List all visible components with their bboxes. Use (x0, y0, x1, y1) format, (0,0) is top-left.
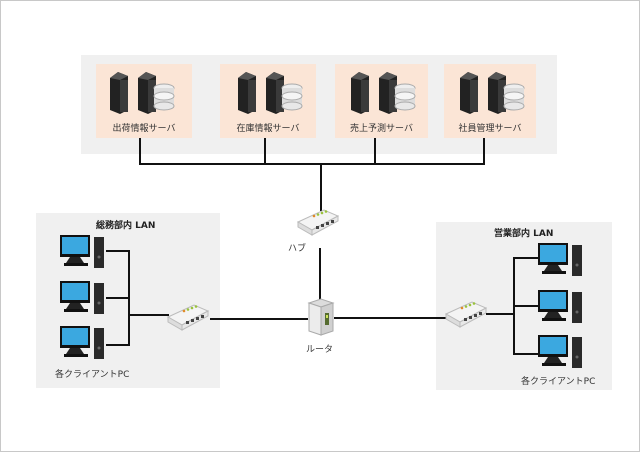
connection-line (374, 138, 376, 164)
connection-line (106, 297, 130, 299)
hub-label: ハブ (288, 244, 307, 254)
server-box-inventory[interactable]: 在庫情報サーバ (220, 64, 316, 138)
server-label: 出荷情報サーバ (112, 124, 176, 134)
connection-line (334, 317, 446, 319)
client-pc-icon[interactable] (58, 235, 108, 269)
connection-line (513, 257, 539, 259)
server-box-employee[interactable]: 社員管理サーバ (444, 64, 536, 138)
server-icon (351, 72, 416, 114)
connection-line (264, 138, 266, 164)
server-box-shipping[interactable]: 出荷情報サーバ (96, 64, 192, 138)
hub-icon[interactable] (166, 303, 210, 331)
client-pc-icon[interactable] (536, 335, 586, 369)
connection-line (320, 163, 322, 211)
client-pc-icon[interactable] (58, 281, 108, 315)
router-label: ルータ (306, 345, 334, 355)
lan-title-right: 営業部内 LAN (494, 229, 554, 239)
clients-label-left: 各クライアントPC (55, 370, 130, 380)
client-pc-icon[interactable] (536, 290, 586, 324)
connection-line (319, 248, 321, 300)
connection-line (106, 344, 130, 346)
server-label: 社員管理サーバ (458, 124, 522, 134)
connection-line (210, 318, 308, 320)
connection-line (483, 138, 485, 164)
connection-line (106, 250, 130, 252)
server-icon (110, 72, 175, 114)
connection-line (513, 353, 539, 355)
connection-line (139, 138, 141, 164)
connection-line (486, 313, 515, 315)
client-pc-icon[interactable] (58, 326, 108, 360)
hub-icon[interactable] (296, 208, 340, 236)
client-pc-icon[interactable] (536, 243, 586, 277)
router-icon[interactable] (307, 297, 335, 337)
server-label: 売上予測サーバ (350, 124, 413, 134)
server-icon (460, 72, 525, 114)
clients-label-right: 各クライアントPC (521, 377, 596, 387)
connection-line (139, 163, 485, 165)
server-box-sales-forecast[interactable]: 売上予測サーバ (335, 64, 428, 138)
connection-line (129, 314, 169, 316)
server-icon (238, 72, 303, 114)
server-label: 在庫情報サーバ (236, 124, 300, 134)
lan-title-left: 総務部内 LAN (96, 221, 156, 231)
connection-line (513, 305, 539, 307)
hub-icon[interactable] (444, 300, 488, 328)
